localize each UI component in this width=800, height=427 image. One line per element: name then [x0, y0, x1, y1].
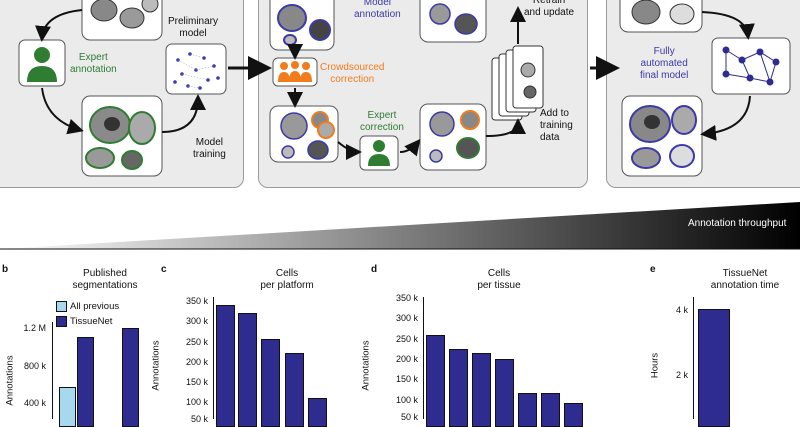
fully-automated-label: Fully automated final model: [640, 46, 689, 81]
chart-e-y-axis: [693, 297, 694, 419]
retrain-cells-image: [419, 0, 487, 43]
chart-c-ytick: 150 k: [185, 377, 208, 387]
add-training-label: Add to training data: [540, 108, 573, 143]
expert-annotated-cells-image: [81, 95, 163, 177]
model-annotated-cells-image: [269, 0, 335, 51]
chart-d-bar-1: [426, 335, 445, 427]
expert-corrected-cells-image: [419, 103, 487, 171]
chart-c-ylabel: Annotations: [150, 340, 162, 391]
legend-swatch-tissuenet: [56, 316, 67, 327]
panel-letter-d: d: [371, 264, 378, 275]
preliminary-model-label: Preliminary model: [168, 16, 219, 39]
chart-d-bar-4: [495, 359, 514, 427]
chart-e-ytick: 4 k: [675, 305, 688, 315]
legend-label-all-previous: All previous: [70, 301, 120, 312]
final-output-cells-image: [621, 95, 703, 177]
chart-d-title: Cells per tissue: [477, 268, 521, 291]
chart-d-ytick: 300 k: [395, 313, 418, 323]
chart-d-bar-3: [472, 353, 491, 427]
chart-c-bar-4: [285, 353, 304, 427]
legend-label-tissuenet: TissueNet: [70, 316, 113, 327]
chart-c-bar-3: [261, 339, 280, 427]
final-model-network: [711, 37, 791, 95]
chart-c-y-axis: [213, 297, 214, 419]
chart-b-ytick: 400 k: [23, 398, 46, 408]
chart-c-ytick: 200 k: [185, 357, 208, 367]
chart-b-title: Published segmentations: [72, 268, 138, 291]
chart-c-ytick: 50 k: [190, 414, 208, 424]
chart-d-ytick: 50 k: [400, 412, 418, 422]
chart-d-bar-5: [518, 393, 537, 427]
chart-e-title: TissueNet annotation time: [710, 268, 780, 291]
chart-d-bar-2: [449, 349, 468, 427]
chart-b-ytick: 800 k: [23, 361, 46, 371]
chart-d-ytick: 250 k: [395, 334, 418, 344]
chart-d-y-axis: [423, 297, 424, 419]
chart-d-bar-6: [541, 393, 560, 427]
chart-d-ytick: 350 k: [395, 293, 418, 303]
model-annotation-label: Model annotation: [354, 0, 401, 20]
chart-b-ytick: 1.2 M: [23, 323, 46, 333]
preliminary-model-network: [165, 43, 227, 95]
chart-c-ytick: 300 k: [185, 316, 208, 326]
throughput-label: Annotation throughput: [688, 218, 787, 229]
raw-cells-image: [81, 0, 163, 41]
legend-swatch-all-previous: [56, 301, 67, 312]
chart-c-ytick: 350 k: [185, 296, 208, 306]
chart-b-bar-all-previous: [59, 387, 76, 427]
chart-e-bar-1: [698, 309, 730, 427]
chart-b-ylabel: Annotations: [4, 355, 16, 406]
training-data-stack: [491, 45, 544, 121]
crowd-corrected-cells-image: [269, 105, 339, 163]
chart-d-ytick: 200 k: [395, 354, 418, 364]
chart-b-bar-tissuenet-1: [77, 337, 94, 427]
panel-letter-e: e: [650, 264, 656, 275]
chart-e-ytick: 2 k: [675, 370, 688, 380]
chart-d-ytick: 150 k: [395, 374, 418, 384]
throughput-triangle: [0, 202, 800, 249]
panel-letter-b: b: [2, 264, 9, 275]
chart-c-title: Cells per platform: [260, 268, 314, 291]
panel-letter-c: c: [161, 264, 167, 275]
crowdsourced-correction-label: Crowdsourced correction: [320, 62, 385, 85]
chart-c-ytick: 250 k: [185, 337, 208, 347]
chart-b-y-axis: [52, 322, 53, 419]
chart-c-bar-1: [216, 305, 235, 427]
final-input-cells-image: [619, 0, 703, 33]
expert-annotation-label: Expert annotation: [70, 52, 117, 75]
chart-c-ytick: 100 k: [185, 397, 208, 407]
chart-c-bar-2: [238, 313, 257, 427]
chart-d-ylabel: Annotations: [360, 340, 372, 391]
retrain-update-label: Retrain and update: [524, 0, 575, 18]
crowd-icon: [272, 57, 318, 87]
chart-c-bar-5: [308, 398, 327, 427]
expert-person-icon: [18, 39, 66, 87]
chart-d-bar-7: [564, 403, 583, 427]
chart-d-ytick: 100 k: [395, 395, 418, 405]
chart-b-bar-tissuenet-2: [122, 328, 139, 427]
expert-correction-person-icon: [359, 135, 399, 171]
expert-correction-label: Expert correction: [360, 110, 404, 133]
model-training-label: Model training: [193, 137, 226, 160]
